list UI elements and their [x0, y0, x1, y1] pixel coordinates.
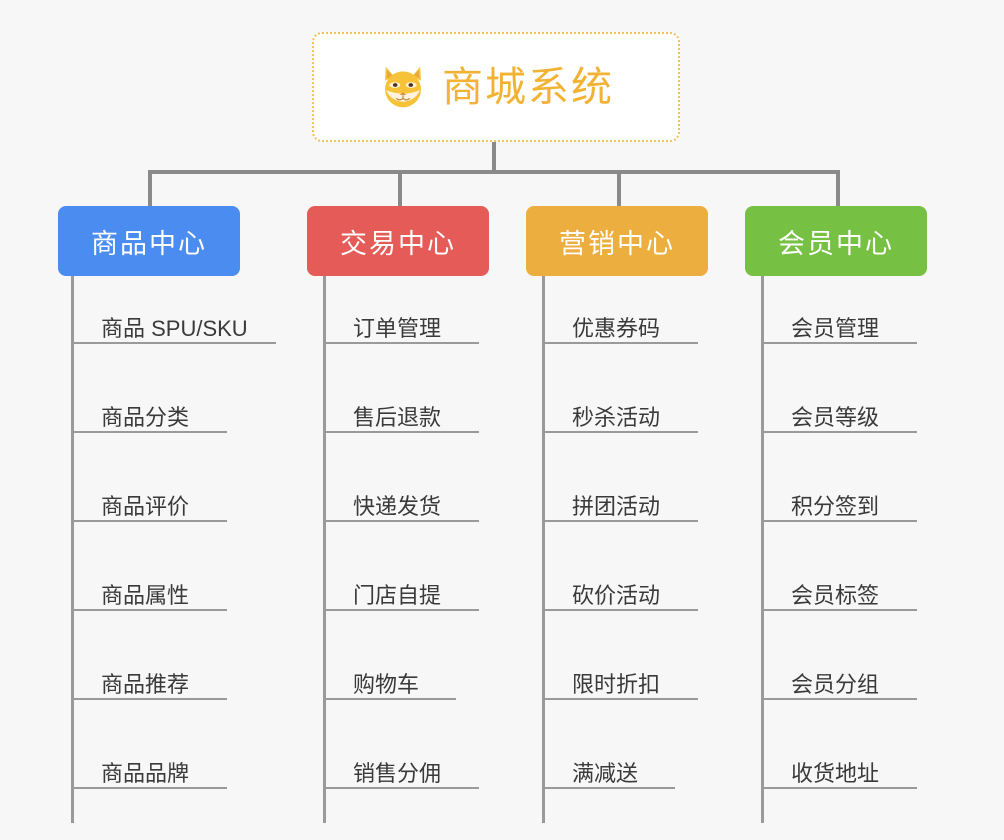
- leaf-label-2-0: 优惠券码: [572, 315, 661, 341]
- column-spine-1: [323, 276, 326, 823]
- shiba-dog-icon: [385, 66, 421, 110]
- leaf-label-1-4: 购物车: [353, 671, 420, 697]
- leaf-label-2-2: 拼团活动: [572, 493, 661, 519]
- leaf-label-2-5: 满减送: [572, 760, 639, 786]
- leaf-label-3-2: 积分签到: [791, 493, 880, 519]
- category-label-1: 交易中心: [340, 228, 456, 259]
- drop-connector-4: [836, 170, 840, 206]
- root-node[interactable]: 商城系统: [312, 32, 680, 142]
- leaf-item-2-5[interactable]: 满减送: [542, 745, 675, 789]
- leaf-label-3-0: 会员管理: [791, 315, 880, 341]
- leaf-item-3-0[interactable]: 会员管理: [761, 300, 917, 344]
- leaf-item-3-4[interactable]: 会员分组: [761, 656, 917, 700]
- category-header-3[interactable]: 会员中心: [745, 206, 927, 276]
- column-spine-0: [71, 276, 74, 823]
- leaf-item-0-5[interactable]: 商品品牌: [71, 745, 227, 789]
- leaf-item-1-0[interactable]: 订单管理: [323, 300, 479, 344]
- category-header-1[interactable]: 交易中心: [307, 206, 489, 276]
- leaf-item-1-4[interactable]: 购物车: [323, 656, 456, 700]
- category-header-2[interactable]: 营销中心: [526, 206, 708, 276]
- leaf-label-3-4: 会员分组: [791, 671, 880, 697]
- leaf-label-1-5: 销售分佣: [353, 760, 442, 786]
- column-spine-3: [761, 276, 764, 823]
- leaf-label-0-1: 商品分类: [101, 404, 190, 430]
- drop-connector-2: [398, 170, 402, 206]
- leaf-item-1-1[interactable]: 售后退款: [323, 389, 479, 433]
- category-label-2: 营销中心: [559, 228, 675, 259]
- leaf-label-0-2: 商品评价: [101, 493, 190, 519]
- column-spine-2: [542, 276, 545, 823]
- leaf-label-0-0: 商品 SPU/SKU: [101, 315, 248, 341]
- root-stem-connector: [492, 142, 496, 174]
- drop-connector-1: [148, 170, 152, 206]
- leaf-item-2-3[interactable]: 砍价活动: [542, 567, 698, 611]
- leaf-item-3-2[interactable]: 积分签到: [761, 478, 917, 522]
- leaf-label-0-3: 商品属性: [101, 582, 190, 608]
- root-title: 商城系统: [442, 63, 614, 110]
- leaf-label-1-0: 订单管理: [353, 315, 442, 341]
- leaf-label-1-2: 快递发货: [353, 493, 442, 519]
- leaf-label-2-4: 限时折扣: [572, 671, 661, 697]
- leaf-item-1-2[interactable]: 快递发货: [323, 478, 479, 522]
- leaf-item-0-2[interactable]: 商品评价: [71, 478, 227, 522]
- leaf-label-3-5: 收货地址: [791, 760, 880, 786]
- leaf-item-2-2[interactable]: 拼团活动: [542, 478, 698, 522]
- category-label-3: 会员中心: [778, 228, 894, 259]
- leaf-item-0-1[interactable]: 商品分类: [71, 389, 227, 433]
- leaf-item-2-0[interactable]: 优惠券码: [542, 300, 698, 344]
- leaf-item-1-3[interactable]: 门店自提: [323, 567, 479, 611]
- leaf-label-1-1: 售后退款: [353, 404, 442, 430]
- drop-connector-3: [617, 170, 621, 206]
- category-header-0[interactable]: 商品中心: [58, 206, 240, 276]
- leaf-label-3-3: 会员标签: [791, 582, 880, 608]
- leaf-item-1-5[interactable]: 销售分佣: [323, 745, 479, 789]
- leaf-item-3-5[interactable]: 收货地址: [761, 745, 917, 789]
- leaf-label-2-1: 秒杀活动: [572, 404, 661, 430]
- leaf-label-3-1: 会员等级: [791, 404, 880, 430]
- leaf-item-2-1[interactable]: 秒杀活动: [542, 389, 698, 433]
- leaf-item-3-1[interactable]: 会员等级: [761, 389, 917, 433]
- leaf-item-0-3[interactable]: 商品属性: [71, 567, 227, 611]
- leaf-item-0-4[interactable]: 商品推荐: [71, 656, 227, 700]
- leaf-label-0-4: 商品推荐: [101, 671, 190, 697]
- leaf-item-2-4[interactable]: 限时折扣: [542, 656, 698, 700]
- leaf-label-2-3: 砍价活动: [572, 582, 661, 608]
- horizontal-bus-connector: [148, 170, 840, 174]
- category-label-0: 商品中心: [91, 228, 207, 259]
- leaf-item-3-3[interactable]: 会员标签: [761, 567, 917, 611]
- leaf-label-1-3: 门店自提: [353, 582, 442, 608]
- leaf-label-0-5: 商品品牌: [101, 760, 190, 786]
- leaf-item-0-0[interactable]: 商品 SPU/SKU: [71, 300, 276, 344]
